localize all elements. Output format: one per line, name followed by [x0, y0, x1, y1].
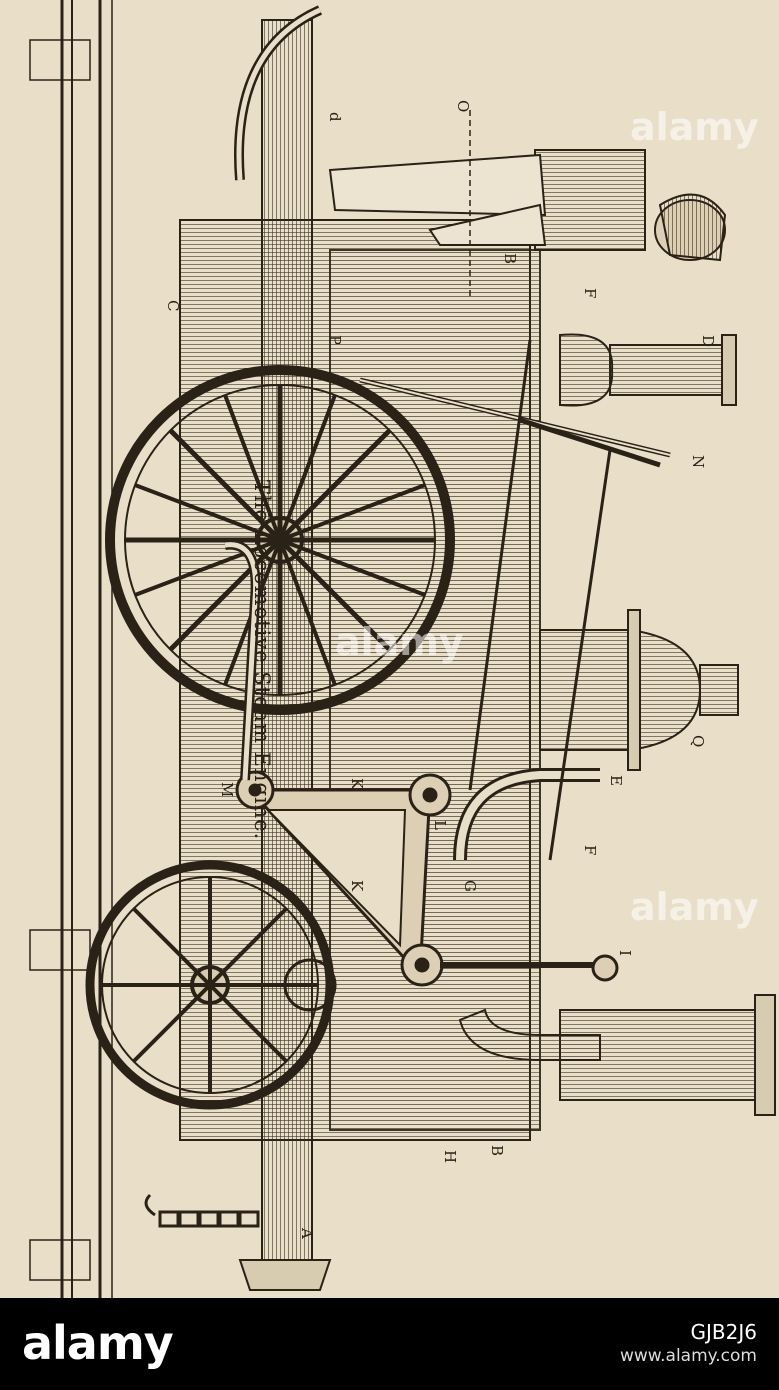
label-k-upper: K	[348, 778, 366, 790]
main-chimney	[458, 994, 776, 1116]
label-a: A	[298, 1227, 316, 1239]
watermark-3: alamy	[630, 885, 759, 929]
label-k-lower: K	[348, 880, 366, 892]
rear-wheel	[105, 365, 455, 715]
label-l: L	[431, 820, 449, 830]
site-url: www.alamy.com	[619, 1346, 757, 1366]
label-h: H	[441, 1150, 459, 1163]
label-b-lower: B	[488, 1145, 506, 1156]
label-d: d	[326, 112, 344, 122]
engraving-plate: d O B F C P D N Q E K L M F G K I B H A	[0, 0, 779, 1298]
watermark-2: alamy	[335, 620, 464, 664]
locomotive-engraving: d O B F C P D N Q E K L M F G K I B H A	[29, 0, 776, 1298]
label-f-lower: F	[581, 845, 599, 855]
watermarks: alamy alamy alamy	[335, 105, 759, 929]
part-labels: d O B F C P D N Q E K L M F G K I B H A	[164, 100, 717, 1239]
alamy-logo: alamy	[22, 1316, 174, 1370]
label-e: E	[607, 775, 625, 786]
levers-n	[359, 339, 671, 861]
label-d-chimney: D	[699, 335, 717, 347]
crank-linkage-k	[224, 539, 619, 987]
watermark-1: alamy	[630, 105, 759, 149]
label-q: Q	[689, 735, 707, 747]
label-c: C	[164, 300, 182, 311]
front-wheel	[85, 860, 337, 1110]
rails	[29, 0, 113, 1298]
figure-caption: The Locomotive Steam Engine.	[250, 480, 274, 840]
chimney-d	[559, 333, 737, 407]
steam-dome-q	[539, 609, 739, 771]
engine-driver-figure	[328, 149, 727, 262]
coupling-chain	[144, 1193, 260, 1228]
label-p: P	[326, 335, 344, 345]
stock-footer-bar: alamy GJB2J6 www.alamy.com	[0, 1298, 779, 1390]
label-n: N	[689, 455, 707, 468]
image-id-block: GJB2J6 www.alamy.com	[620, 1320, 757, 1368]
label-i: I	[616, 950, 634, 956]
label-b-top: B	[501, 253, 519, 264]
image-id: GJB2J6	[690, 1320, 757, 1344]
label-m: M	[218, 782, 236, 797]
label-f-top: F	[581, 288, 599, 298]
label-o: O	[454, 100, 472, 112]
label-g: G	[461, 880, 479, 892]
